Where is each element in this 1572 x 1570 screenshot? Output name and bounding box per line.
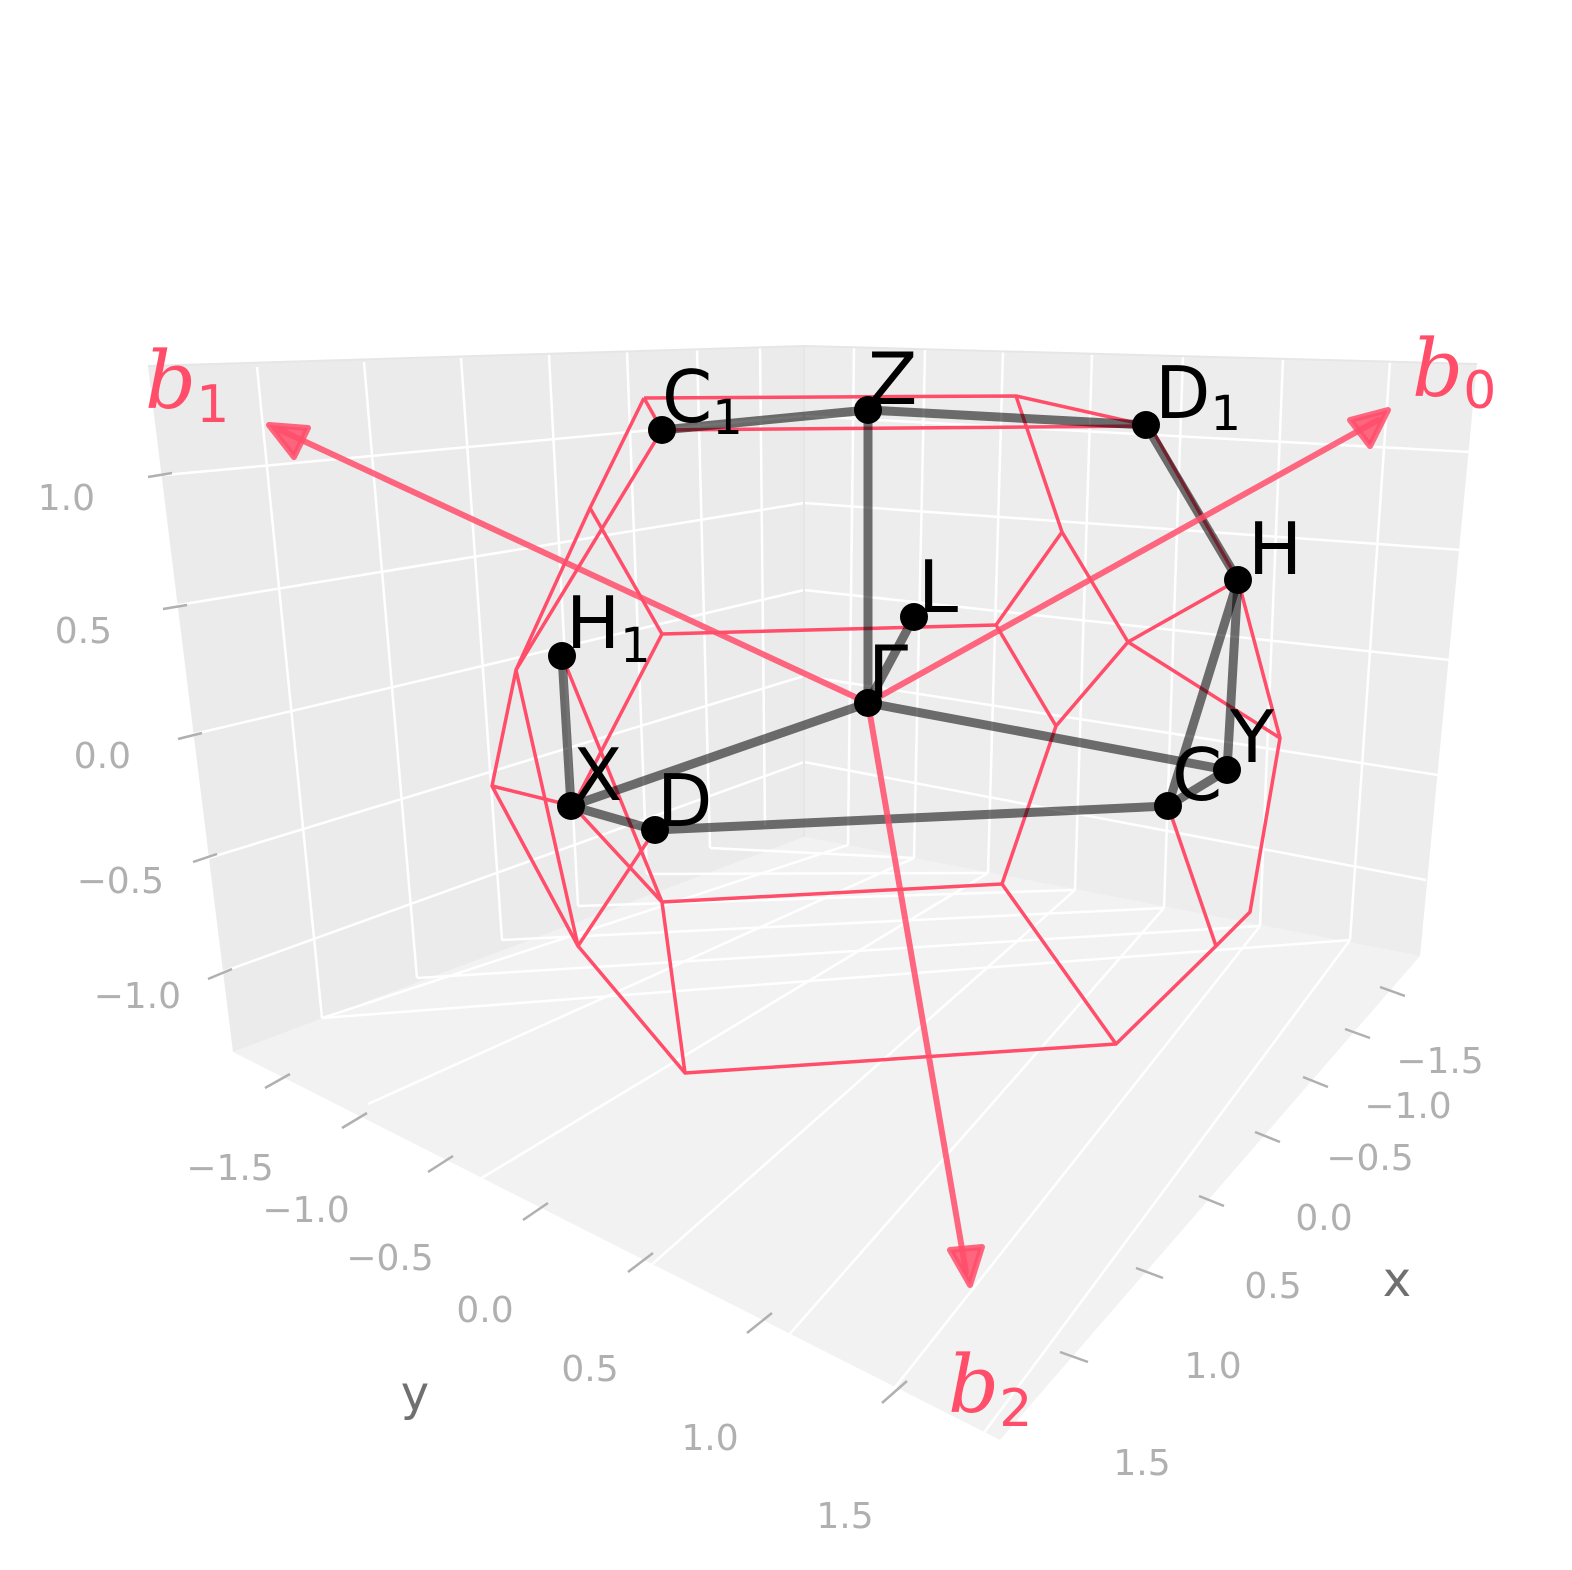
label-L: L — [918, 545, 958, 629]
label-Z: Z — [868, 337, 917, 421]
label-C1: C1 — [662, 355, 743, 446]
path-segment — [566, 698, 873, 811]
b0-arrow-shaft — [865, 417, 1381, 706]
label-D: D — [657, 759, 712, 843]
point-H — [1224, 566, 1252, 594]
z-tick-label: 0.5 — [55, 611, 112, 652]
axis-panes — [148, 346, 1477, 1440]
b2-label: b2 — [948, 1338, 1032, 1439]
label-H1: H1 — [566, 581, 651, 674]
z-tick-labels: 1.0 0.5 0.0 −0.5 −1.0 — [38, 478, 181, 1017]
point-labels: Z C1 D1 H L H1 Γ Y C X D — [566, 337, 1302, 843]
x-tick-label: −1.0 — [1364, 1086, 1451, 1127]
brillouin-zone-wireframe — [490, 394, 1282, 1075]
reciprocal-vectors — [266, 407, 1391, 1288]
label-D1: D1 — [1155, 351, 1241, 442]
z-tick-label: 1.0 — [38, 478, 95, 519]
path-segment — [1163, 575, 1243, 811]
b0-label: b0 — [1412, 322, 1496, 421]
y-tick-label: −0.5 — [346, 1238, 433, 1279]
z-tick-label: 0.0 — [74, 736, 131, 777]
y-tick-label: 1.0 — [681, 1418, 738, 1459]
y-tick-label: 1.5 — [816, 1496, 873, 1537]
x-tick-labels: −1.5 −1.0 −0.5 0.0 0.5 1.0 1.5 — [1113, 1041, 1483, 1484]
y-tick-label: 0.5 — [561, 1349, 618, 1390]
high-symmetry-points — [548, 396, 1252, 844]
x-axis-label: x — [1383, 1252, 1411, 1308]
b0-arrowhead — [1347, 407, 1391, 449]
floor-pane — [233, 837, 1420, 1440]
point-Z — [854, 396, 882, 424]
x-tick-label: 0.5 — [1244, 1266, 1301, 1307]
x-tick-label: 1.0 — [1184, 1346, 1241, 1387]
y-tick-label: −1.0 — [262, 1190, 349, 1231]
b1-arrow-shaft — [277, 427, 871, 706]
point-D — [641, 816, 669, 844]
x-tick-label: 1.5 — [1113, 1443, 1170, 1484]
x-tick-label: −0.5 — [1326, 1138, 1413, 1179]
z-tick-label: −1.0 — [94, 976, 181, 1017]
x-tick-label: −1.5 — [1396, 1041, 1483, 1082]
point-Gamma — [854, 689, 882, 717]
b1-label: b1 — [145, 334, 229, 435]
b2-arrowhead — [947, 1244, 985, 1288]
point-C1 — [648, 416, 676, 444]
point-H1 — [548, 642, 576, 670]
label-Gamma: Γ — [868, 630, 908, 714]
point-L — [900, 603, 928, 631]
b1-arrowhead — [266, 422, 311, 460]
x-tick-label: 0.0 — [1295, 1198, 1352, 1239]
y-axis-label: y — [401, 1366, 429, 1422]
tick-marks — [147, 471, 1406, 1404]
path-segment — [863, 612, 919, 708]
label-H: H — [1248, 507, 1302, 591]
point-C — [1154, 792, 1182, 820]
point-X — [557, 792, 585, 820]
label-C: C — [1172, 733, 1222, 817]
y-tick-labels: −1.5 −1.0 −0.5 0.0 0.5 1.0 1.5 — [186, 1148, 873, 1537]
label-Y: Y — [1229, 695, 1275, 779]
b2-arrow-shaft — [865, 700, 969, 1275]
label-X: X — [573, 733, 622, 817]
point-D1 — [1132, 411, 1160, 439]
point-Y — [1213, 756, 1241, 784]
z-tick-label: −0.5 — [77, 861, 164, 902]
y-tick-label: −1.5 — [186, 1148, 273, 1189]
path-segment — [863, 698, 1232, 775]
y-tick-label: 0.0 — [456, 1290, 513, 1331]
back-left-pane — [148, 346, 804, 1052]
